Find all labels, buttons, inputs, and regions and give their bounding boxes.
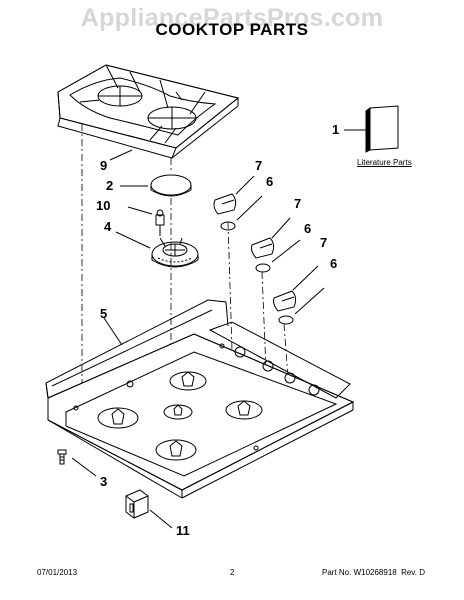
cooktop-panel [45, 299, 355, 499]
bezel-lower [278, 315, 294, 325]
callout-2: 2 [106, 178, 114, 193]
watermark: AppliancePartsPros.com [80, 4, 384, 32]
burner-base [151, 237, 199, 268]
callout-7-lower: 7 [320, 235, 328, 250]
footer-part-no: Part No. W10268918 Rev. D [322, 568, 426, 577]
callout-4: 4 [104, 219, 112, 234]
page-title: COOKTOP PARTS [155, 20, 309, 39]
callout-9: 9 [100, 158, 108, 173]
literature-booklet [344, 105, 399, 153]
knob-middle [251, 237, 275, 259]
callout-6-lower: 6 [330, 256, 338, 271]
callout-7-upper: 7 [255, 158, 263, 173]
callout-7-middle: 7 [294, 196, 302, 211]
callout-10: 10 [96, 198, 111, 213]
callout-6-upper: 6 [266, 174, 274, 189]
spark-igniter [155, 209, 165, 236]
burner-cap [150, 174, 192, 197]
footer-page: 2 [230, 568, 235, 577]
footer-date: 07/01/2013 [37, 568, 78, 577]
bezel-upper [220, 221, 236, 231]
callout-6-middle: 6 [304, 221, 312, 236]
bezel-middle [255, 263, 271, 273]
mounting-clip [125, 489, 149, 519]
mounting-screw [57, 449, 67, 465]
callout-1: 1 [332, 122, 340, 137]
callout-3: 3 [100, 474, 108, 489]
callout-5: 5 [100, 306, 108, 321]
burner-grate [57, 64, 240, 159]
callout-11: 11 [176, 523, 190, 538]
knob-upper [213, 193, 237, 215]
literature-parts-label: Literature Parts [357, 158, 412, 167]
knob-lower [273, 290, 297, 312]
